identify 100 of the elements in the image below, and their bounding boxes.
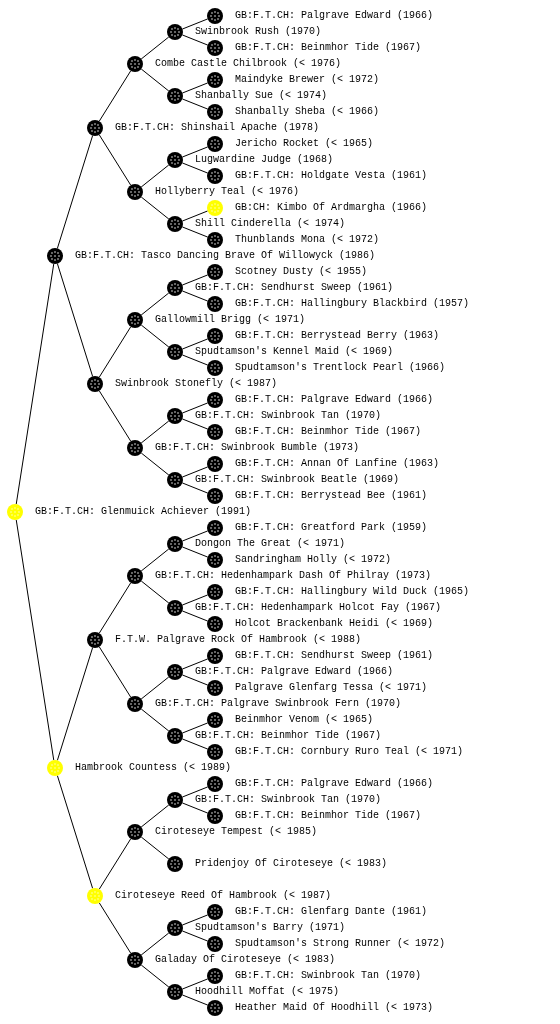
connector-line [140,804,170,828]
pedigree-node [167,600,183,616]
dog-name-label: GB:F.T.CH: Hedenhampark Holcot Fay (1967) [195,602,442,614]
dog-name-label: Jericho Rocket (< 1965) [235,138,374,150]
pedigree-node [207,744,223,760]
pedigree-node [207,648,223,664]
pedigree-node [207,616,223,632]
connector-line [140,292,170,316]
connector-line [181,914,209,926]
connector-line [181,34,209,46]
dog-name-label: GB:F.T.CH: Palgrave Swinbrook Fern (1970) [155,698,402,710]
pedigree-node [47,760,63,776]
dog-name-label: GB:F.T.CH: Palgrave Edward (1966) [235,10,434,22]
dog-name-label: Ciroteseye Tempest (< 1985) [155,826,318,838]
pedigree-node [207,264,223,280]
connector-line [15,519,55,761]
dog-name-label: GB:F.T.CH: Hedenhampark Dash Of Philray (1973) [155,570,432,582]
pedigree-node [127,56,143,72]
pedigree-node [207,168,223,184]
pedigree-node [207,424,223,440]
dog-name-label: GB:F.T.CH: Hallingbury Blackbird (1957) [235,298,470,310]
dog-name-label: Beinmhor Venom (< 1965) [235,714,374,726]
dog-name-label: GB:F.T.CH: Beinmhor Tide (1967) [235,810,422,822]
connector-line [140,452,170,476]
dog-name-label: Combe Castle Chilbrook (< 1976) [155,58,342,70]
dog-name-label: Spudtamson's Barry (1971) [195,922,346,934]
connector-line [181,338,209,350]
dog-name-label: Palgrave Glenfarg Tessa (< 1971) [235,682,428,694]
pedigree-node [207,232,223,248]
dog-name-label: F.T.W. Palgrave Rock Of Hambrook (< 1988) [115,634,362,646]
dog-name-label: Spudtamson's Strong Runner (< 1972) [235,938,446,950]
pedigree-node [167,984,183,1000]
connector-line [181,274,209,286]
dog-name-label: GB:F.T.CH: Beinmhor Tide (1967) [235,42,422,54]
connector-line [98,646,132,698]
dog-name-label: GB:F.T.CH: Palgrave Edward (1966) [235,778,434,790]
pedigree-node [207,200,223,216]
dog-name-label: GB:F.T.CH: Shinshail Apache (1978) [115,122,320,134]
connector-line [181,18,209,30]
connector-line [181,210,209,222]
connector-line [181,594,209,606]
connector-line [181,82,209,94]
dog-name-label: GB:F.T.CH: Hallingbury Wild Duck (1965) [235,586,470,598]
pedigree-node [167,216,183,232]
dog-name-label: GB:F.T.CH: Holdgate Vesta (1961) [235,170,428,182]
connector-line [181,722,209,734]
pedigree-node [167,728,183,744]
dog-name-label: Lugwardine Judge (1968) [195,154,334,166]
pedigree-node [207,104,223,120]
dog-name-label: GB:CH: Kimbo Of Ardmargha (1966) [235,202,428,214]
pedigree-node [167,152,183,168]
pedigree-node [127,696,143,712]
connector-line [56,135,94,249]
connector-line [140,676,170,700]
connector-line [181,610,209,622]
connector-line [181,162,209,174]
connector-line [181,466,209,478]
dog-name-label: Holcot Brackenbank Heidi (< 1969) [235,618,434,630]
pedigree-node [167,536,183,552]
dog-name-label: Heather Maid Of Hoodhill (< 1973) [235,1002,434,1014]
connector-line [181,418,209,430]
dog-name-label: Shanbally Sheba (< 1966) [235,106,380,118]
connector-line [98,70,132,122]
pedigree-node [7,504,23,520]
connector-line [56,775,94,889]
connector-line [140,196,170,220]
pedigree-node [87,632,103,648]
pedigree-node [207,712,223,728]
pedigree-node [167,408,183,424]
connector-line [140,324,170,348]
connector-line [140,964,170,988]
dog-name-label: Hollyberry Teal (< 1976) [155,186,300,198]
dog-name-label: Dongon The Great (< 1971) [195,538,346,550]
connector-line [181,658,209,670]
connector-line [181,290,209,302]
pedigree-node [207,328,223,344]
connector-line [98,902,132,954]
pedigree-node [167,792,183,808]
connector-line [98,582,132,634]
dog-name-label: GB:F.T.CH: Sendhurst Sweep (1961) [235,650,434,662]
connector-line [181,930,209,942]
connector-line [181,226,209,238]
pedigree-node [167,24,183,40]
connector-line [181,786,209,798]
connector-line [181,802,209,814]
pedigree-node [167,664,183,680]
connector-line [181,354,209,366]
connector-line [15,263,55,505]
pedigree-node [207,1000,223,1016]
dog-name-label: GB:F.T.CH: Swinbrook Beatle (1969) [195,474,400,486]
dog-name-label: GB:F.T.CH: Palgrave Edward (1966) [195,666,394,678]
pedigree-node [207,40,223,56]
dog-name-label: GB:F.T.CH: Swinbrook Tan (1970) [195,794,382,806]
dog-name-label: GB:F.T.CH: Beinmhor Tide (1967) [195,730,382,742]
connector-line [98,134,132,186]
connector-line [181,402,209,414]
pedigree-node [127,440,143,456]
dog-name-label: GB:F.T.CH: Berrystead Berry (1963) [235,330,440,342]
dog-name-label: Shill Cinderella (< 1974) [195,218,346,230]
connector-line [140,68,170,92]
